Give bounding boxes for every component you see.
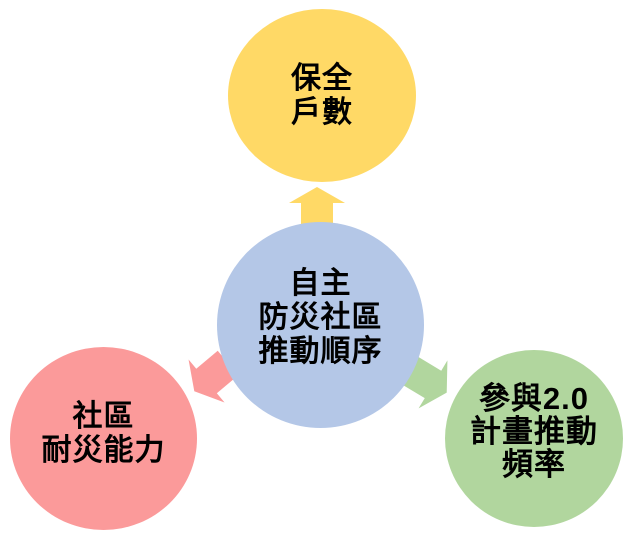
- node-bottom-right-circle: 參與2.0 計畫推動 頻率: [445, 350, 623, 527]
- up-arrow-icon: [289, 187, 345, 231]
- node-bottom-left-circle: 社區 耐災能力: [10, 347, 197, 530]
- node-top-circle: 保全 戶數: [228, 9, 416, 182]
- node-bottom-right-label: 參與2.0 計畫推動 頻率: [470, 382, 598, 481]
- node-bottom-right-label-line: 頻率: [502, 446, 566, 482]
- node-top-label-line: 保全: [291, 61, 353, 95]
- node-bottom-left-label-line: 耐災能力: [41, 434, 166, 467]
- node-top-label-line: 戶數: [291, 95, 353, 129]
- node-center-label-line: 自主: [289, 267, 352, 300]
- node-center-label-line: 防災社區: [258, 301, 383, 334]
- node-bottom-left-label-line: 社區: [72, 400, 135, 433]
- node-bottom-right-label-line: 參與2.0: [478, 380, 590, 416]
- node-top-label: 保全 戶數: [291, 62, 353, 130]
- node-center-circle: 自主 防災社區 推動順序: [217, 222, 424, 428]
- node-center-label: 自主 防災社區 推動順序: [259, 267, 383, 369]
- node-bottom-right-label-line: 計畫推動: [470, 413, 598, 449]
- node-bottom-left-label: 社區 耐災能力: [42, 400, 166, 468]
- node-center-label-line: 推動順序: [258, 335, 383, 368]
